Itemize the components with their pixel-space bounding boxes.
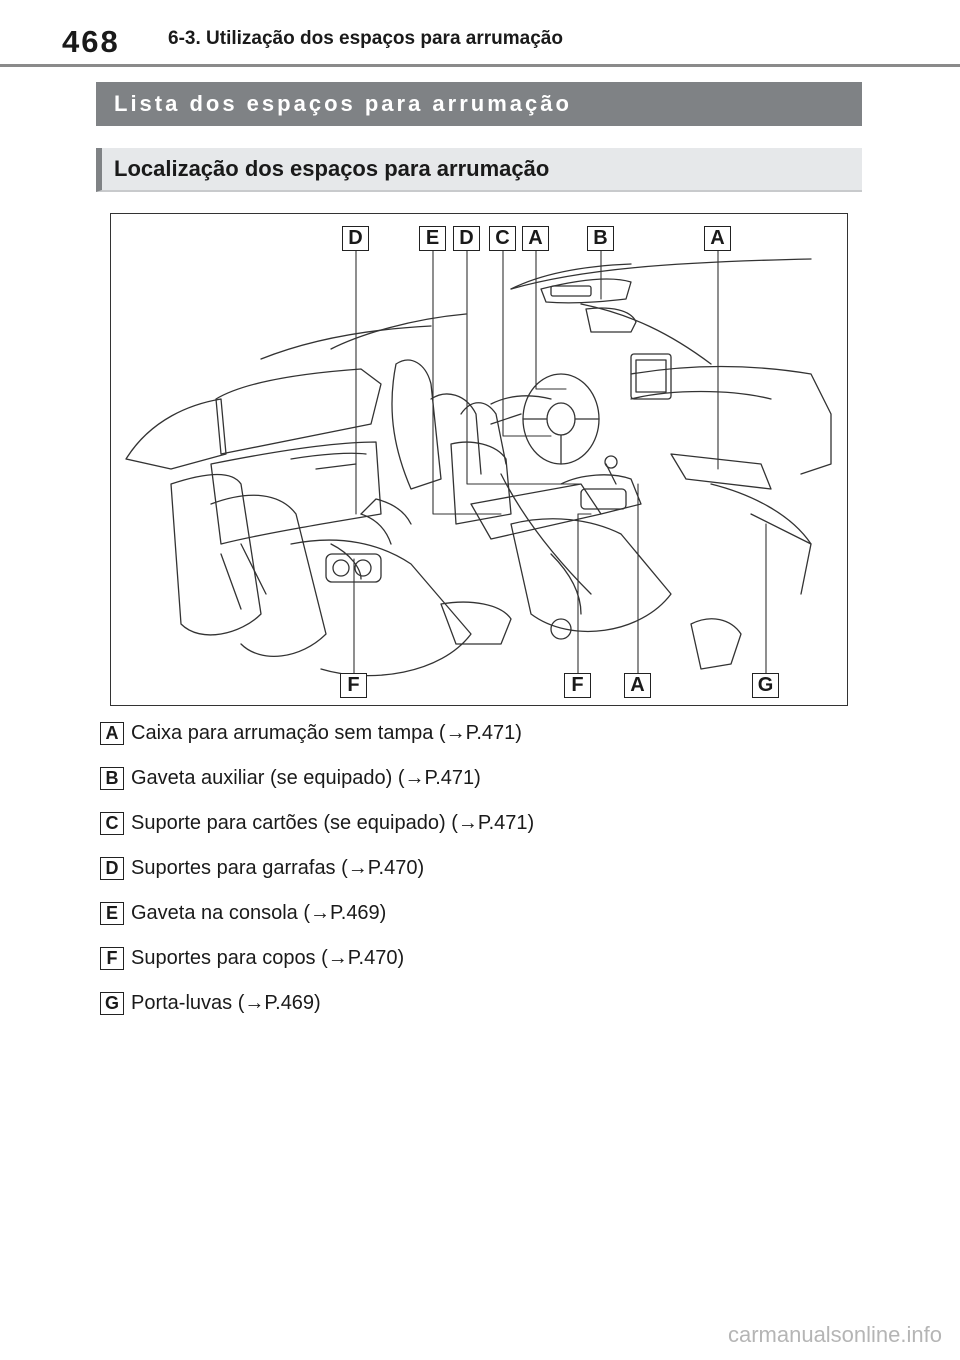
legend-text: Suportes para copos (→P.470): [131, 947, 405, 969]
car-interior-illustration: D E D C A B A F F A G: [110, 213, 848, 706]
legend-text: Porta-luvas (→P.469): [131, 992, 321, 1014]
location-heading: Localização dos espaços para arrumação: [114, 156, 550, 181]
legend-text: Suportes para garrafas (→P.470): [131, 857, 425, 879]
interior-line-drawing: [125, 250, 832, 677]
legend-text: Suporte para cartões (se equipado) (→P.4…: [131, 812, 535, 834]
list-heading: Lista dos espaços para arrumação: [114, 91, 572, 116]
callout-bottom-3: A: [624, 673, 651, 698]
legend-item: C Suporte para cartões (se equipado) (→P…: [100, 810, 700, 836]
footer-watermark: carmanualsonline.info: [727, 1322, 942, 1347]
legend-item: G Porta-luvas (→P.469): [100, 990, 700, 1016]
callout-bottom-1: F: [340, 673, 367, 698]
legend-text: Gaveta na consola (→P.469): [131, 902, 387, 924]
legend-item: F Suportes para copos (→P.470): [100, 945, 700, 971]
legend-letter: D: [100, 857, 124, 880]
callout-top-4: C: [489, 226, 516, 251]
callout-top-5: A: [522, 226, 549, 251]
location-heading-band: Localização dos espaços para arrumação: [96, 148, 862, 192]
page-number: 468: [62, 24, 120, 59]
legend-item: B Gaveta auxiliar (se equipado) (→P.471): [100, 765, 700, 791]
legend-letter: C: [100, 812, 124, 835]
legend-item: E Gaveta na consola (→P.469): [100, 900, 700, 926]
callout-top-6: B: [587, 226, 614, 251]
legend-letter: F: [100, 947, 124, 970]
callout-top-2: E: [419, 226, 446, 251]
callout-bottom-4: G: [752, 673, 779, 698]
legend-item: A Caixa para arrumação sem tampa (→P.471…: [100, 720, 700, 746]
callout-top-7: A: [704, 226, 731, 251]
callout-top-3: D: [453, 226, 480, 251]
header-rule: [0, 64, 960, 67]
list-heading-band: Lista dos espaços para arrumação: [96, 82, 862, 126]
legend-letter: E: [100, 902, 124, 925]
legend-item: D Suportes para garrafas (→P.470): [100, 855, 700, 881]
legend-letter: B: [100, 767, 124, 790]
legend-letter: G: [100, 992, 124, 1015]
callout-bottom-2: F: [564, 673, 591, 698]
legend-text: Caixa para arrumação sem tampa (→P.471): [131, 722, 522, 744]
section-title: 6-3. Utilização dos espaços para arrumaç…: [168, 28, 563, 49]
legend-letter: A: [100, 722, 124, 745]
callout-top-1: D: [342, 226, 369, 251]
legend-text: Gaveta auxiliar (se equipado) (→P.471): [131, 767, 481, 789]
